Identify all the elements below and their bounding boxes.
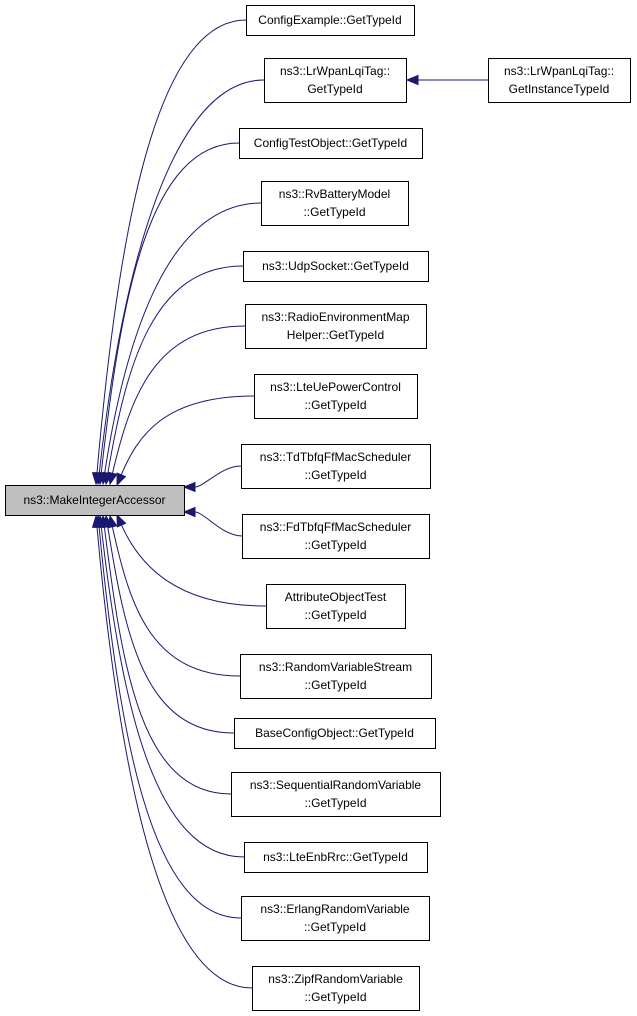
node-ns3-erlangrandomvariable-gettypeid[interactable]: ns3::ErlangRandomVariable::GetTypeId bbox=[241, 896, 430, 941]
nodes: ns3::MakeIntegerAccessor ConfigExample::G… bbox=[5, 5, 631, 1011]
node-box bbox=[252, 966, 420, 1011]
node-attributeobjecttest-gettypeid[interactable]: AttributeObjectTest::GetTypeId bbox=[266, 584, 406, 629]
node-box bbox=[234, 718, 436, 749]
node-label: ns3::LteUePowerControl bbox=[270, 380, 401, 394]
node-ns3-sequentialrandomvariable-gettypeid[interactable]: ns3::SequentialRandomVariable::GetTypeId bbox=[231, 772, 441, 817]
node-label: ns3::RadioEnvironmentMap bbox=[261, 310, 409, 324]
node-box bbox=[5, 485, 185, 516]
node-label: ns3::FdTbfqFfMacScheduler bbox=[260, 520, 411, 534]
node-ns3-udpsocket-gettypeid[interactable]: ns3::UdpSocket::GetTypeId bbox=[243, 251, 429, 282]
node-box bbox=[261, 181, 409, 226]
edge-ns3-erlangrandomvariable-gettypeid bbox=[98, 526, 242, 919]
node-label: ConfigTestObject::GetTypeId bbox=[254, 136, 407, 150]
node-box bbox=[241, 444, 431, 489]
node-label: AttributeObjectTest bbox=[285, 590, 387, 604]
node-label: ::GetTypeId bbox=[304, 678, 366, 692]
node-ns3-randomvariablestream-gettypeid[interactable]: ns3::RandomVariableStream::GetTypeId bbox=[240, 654, 432, 699]
arrowhead-ns3-lrwpanlqitag-getinstancetypeid bbox=[405, 74, 419, 86]
node-label: ns3::LteEnbRrc::GetTypeId bbox=[263, 850, 408, 864]
edge-configexample-gettypeid bbox=[96, 19, 247, 474]
node-label: ns3::UdpSocket::GetTypeId bbox=[262, 259, 409, 273]
node-label: ::GetTypeId bbox=[304, 608, 366, 622]
edge-ns3-lteenbrrc-gettypeid bbox=[100, 526, 245, 858]
node-label: ns3::LrWpanLqiTag:: bbox=[280, 64, 390, 78]
edge-ns3-tdtbfqffmacscheduler-gettypeid bbox=[194, 465, 242, 488]
edge-ns3-lteuepowercontrol-gettypeid bbox=[120, 395, 255, 476]
edge-ns3-fdtbfqffmacscheduler-gettypeid bbox=[194, 511, 243, 537]
arrowhead-ns3-tdtbfqffmacscheduler-gettypeid bbox=[182, 481, 196, 493]
node-label: ::GetTypeId bbox=[304, 920, 366, 934]
node-box bbox=[242, 514, 430, 559]
node-box bbox=[240, 654, 432, 699]
node-label: ::GetTypeId bbox=[303, 205, 365, 219]
node-box bbox=[245, 304, 427, 349]
edge-configtestobject-gettypeid bbox=[100, 142, 240, 474]
node-ns3-fdtbfqffmacscheduler-gettypeid[interactable]: ns3::FdTbfqFfMacScheduler::GetTypeId bbox=[242, 514, 430, 559]
node-ns3-tdtbfqffmacscheduler-gettypeid[interactable]: ns3::TdTbfqFfMacScheduler::GetTypeId bbox=[241, 444, 431, 489]
node-box bbox=[266, 584, 406, 629]
node-label: ns3::ErlangRandomVariable bbox=[260, 902, 410, 916]
node-box bbox=[243, 251, 429, 282]
node-label: ns3::RandomVariableStream bbox=[259, 660, 412, 674]
node-box bbox=[244, 842, 428, 873]
edge-ns3-sequentialrandomvariable-gettypeid bbox=[103, 526, 232, 795]
node-box bbox=[239, 128, 423, 159]
edge-ns3-radioenvironmentmap-helper-gettypeid bbox=[112, 325, 246, 474]
node-ns3-zipfrandomvariable-gettypeid[interactable]: ns3::ZipfRandomVariable::GetTypeId bbox=[252, 966, 420, 1011]
node-label: ::GetTypeId bbox=[304, 398, 366, 412]
node-box bbox=[231, 772, 441, 817]
node-label: ::GetTypeId bbox=[304, 796, 366, 810]
root-node-ns3-makeintegeraccessor[interactable]: ns3::MakeIntegerAccessor bbox=[5, 485, 185, 516]
node-box bbox=[264, 58, 407, 103]
node-baseconfigobject-gettypeid[interactable]: BaseConfigObject::GetTypeId bbox=[234, 718, 436, 749]
edge-ns3-udpsocket-gettypeid bbox=[107, 265, 244, 474]
node-label: GetInstanceTypeId bbox=[509, 82, 610, 96]
node-label: ConfigExample::GetTypeId bbox=[258, 13, 401, 27]
node-box bbox=[254, 374, 418, 419]
node-label: ::GetTypeId bbox=[304, 468, 366, 482]
node-ns3-lrwpanlqitag-getinstancetypeid[interactable]: ns3::LrWpanLqiTag::GetInstanceTypeId bbox=[488, 58, 631, 103]
node-ns3-radioenvironmentmap-helper-gettypeid[interactable]: ns3::RadioEnvironmentMapHelper::GetTypeI… bbox=[245, 304, 427, 349]
arrowhead-ns3-fdtbfqffmacscheduler-gettypeid bbox=[182, 506, 196, 518]
node-label: Helper::GetTypeId bbox=[287, 328, 384, 342]
edge-attributeobjecttest-gettypeid bbox=[121, 524, 267, 607]
node-ns3-lteuepowercontrol-gettypeid[interactable]: ns3::LteUePowerControl::GetTypeId bbox=[254, 374, 418, 419]
edge-ns3-randomvariablestream-gettypeid bbox=[111, 526, 241, 677]
node-label: GetTypeId bbox=[307, 82, 362, 96]
edge-ns3-rvbatterymodel-gettypeid bbox=[104, 202, 262, 474]
edge-ns3-zipfrandomvariable-gettypeid bbox=[96, 526, 253, 989]
node-label: ns3::SequentialRandomVariable bbox=[250, 778, 422, 792]
node-ns3-rvbatterymodel-gettypeid[interactable]: ns3::RvBatteryModel::GetTypeId bbox=[261, 181, 409, 226]
node-box bbox=[241, 896, 430, 941]
node-label: ns3::RvBatteryModel bbox=[279, 187, 390, 201]
node-label: ns3::TdTbfqFfMacScheduler bbox=[260, 450, 411, 464]
node-label: ::GetTypeId bbox=[304, 538, 366, 552]
edge-ns3-lrwpanlqitag-gettypeid bbox=[98, 79, 265, 474]
node-box bbox=[246, 5, 415, 36]
node-box bbox=[488, 58, 631, 103]
edge-baseconfigobject-gettypeid bbox=[107, 526, 235, 734]
arrowhead-attributeobjecttest-gettypeid bbox=[116, 513, 127, 528]
node-configexample-gettypeid[interactable]: ConfigExample::GetTypeId bbox=[246, 5, 415, 36]
node-label: ns3::LrWpanLqiTag:: bbox=[504, 64, 614, 78]
arrowhead-ns3-zipfrandomvariable-gettypeid bbox=[91, 514, 103, 528]
node-label: ::GetTypeId bbox=[304, 990, 366, 1004]
node-ns3-lteenbrrc-gettypeid[interactable]: ns3::LteEnbRrc::GetTypeId bbox=[244, 842, 428, 873]
node-ns3-lrwpanlqitag-gettypeid[interactable]: ns3::LrWpanLqiTag::GetTypeId bbox=[264, 58, 407, 103]
node-label: ns3::ZipfRandomVariable bbox=[268, 972, 403, 986]
arrowhead-ns3-lteuepowercontrol-gettypeid bbox=[116, 472, 127, 487]
node-configtestobject-gettypeid[interactable]: ConfigTestObject::GetTypeId bbox=[239, 128, 423, 159]
arrowhead-ns3-radioenvironmentmap-helper-gettypeid bbox=[107, 471, 118, 486]
node-label: BaseConfigObject::GetTypeId bbox=[255, 726, 414, 740]
node-label: ns3::MakeIntegerAccessor bbox=[23, 493, 165, 507]
edges bbox=[91, 19, 488, 989]
